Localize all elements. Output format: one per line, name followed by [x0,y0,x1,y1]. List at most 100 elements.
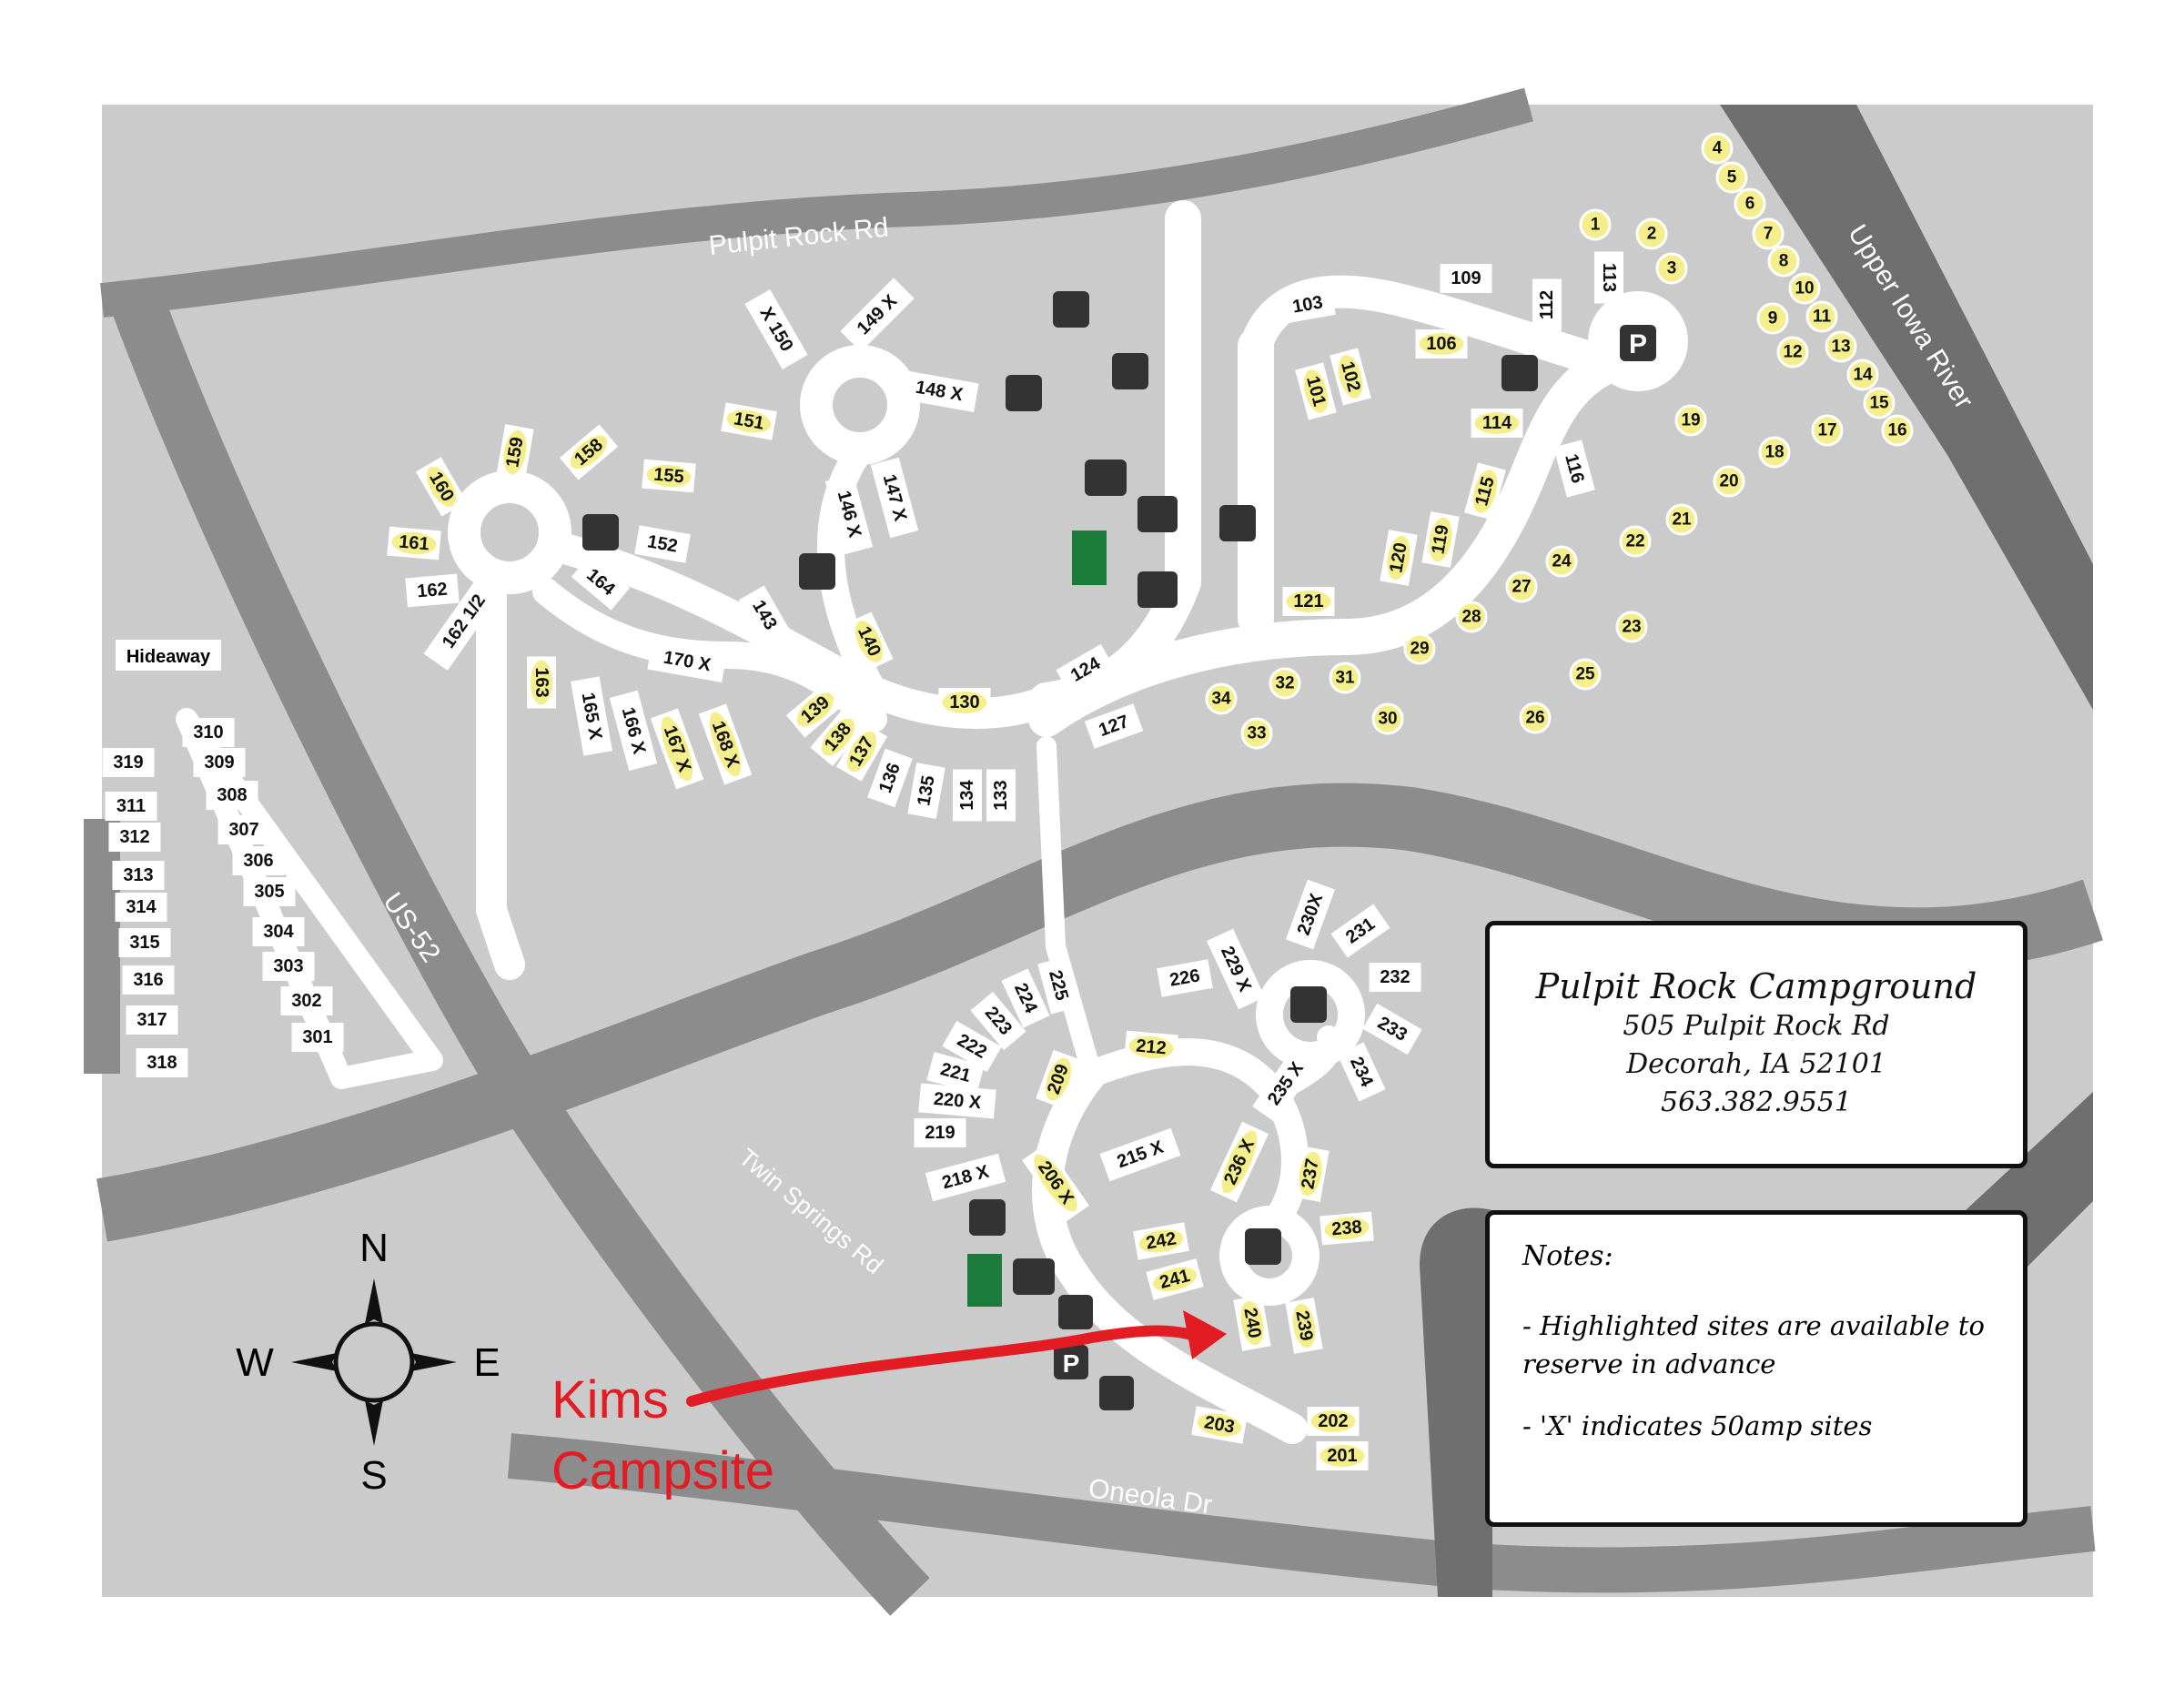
campsite-311: 311 [105,792,157,821]
campsite-3: 3 [1655,252,1688,285]
storm-shelter-sign [1072,530,1107,585]
notes-box: Notes: - Highlighted sites are available… [1485,1210,2027,1527]
campsite-number: 17 [1817,421,1836,440]
dump-icon [1138,571,1178,608]
sports-icon [1112,353,1148,389]
campsite-305: 305 [243,877,296,906]
restroom-icon [1013,1258,1055,1295]
campsite-number: 305 [254,882,284,902]
campsite-number: 6 [1745,195,1755,214]
campsite-15: 15 [1863,387,1896,419]
campsite-number: 201 [1327,1446,1357,1466]
trash-icon [1099,1376,1134,1410]
campsite-number: 312 [119,827,149,847]
campsite-219: 219 [914,1118,966,1147]
campground-info-box: Pulpit Rock Campground 505 Pulpit Rock R… [1485,921,2027,1168]
campsite-number: 314 [126,897,157,917]
campsite-148-X: 148 X [899,370,979,412]
campsite-165-X: 165 X [571,676,612,756]
campsite-8: 8 [1767,245,1800,278]
campsite-226: 226 [1157,959,1213,997]
campsite-number: 113 [1599,263,1619,292]
campsite-number: 319 [113,753,143,773]
campsite-102: 102 [1330,348,1371,406]
water-icon [969,1199,1006,1236]
notes-heading: Notes: [1522,1240,1613,1272]
campsite-label: Campsite [551,1441,774,1500]
campsite-number: 311 [116,796,146,816]
campsite-119: 119 [1421,511,1460,568]
basketball-icon [1053,291,1089,328]
hideaway-box [116,640,221,671]
parking-icon [1620,325,1656,361]
campsite-number: 161 [398,532,430,555]
campsite-317: 317 [126,1005,178,1035]
campsite-109: 109 [1440,264,1492,293]
campsite-113: 113 [1594,251,1623,304]
note-50amp: - 'X' indicates 50amp sites [1522,1410,1873,1441]
campsite-number: 130 [949,692,979,712]
restroom-icon [1085,460,1127,496]
campsite-19: 19 [1674,404,1707,437]
campsite-number: 1 [1591,216,1601,235]
campsite-number: 310 [193,722,223,742]
campsite-135: 135 [907,763,945,819]
water-icon [1290,986,1327,1023]
campsite-27: 27 [1505,571,1538,603]
campsite-152: 152 [634,525,691,563]
campground-name: Pulpit Rock Campground [1535,966,1977,1006]
compass-south: S [360,1453,387,1498]
campsite-number: 303 [273,956,303,976]
campsite-number: 31 [1335,669,1355,688]
campsite-number: 109 [1451,268,1481,288]
campsite-17: 17 [1811,414,1844,447]
campsite-302: 302 [280,986,333,1015]
campsite-139: 139 [785,682,845,738]
campsite-120: 120 [1380,530,1418,586]
campsite-number: 23 [1622,618,1641,637]
campsite-151: 151 [721,402,777,440]
campsite-307: 307 [217,815,270,844]
campsite-number: 134 [957,779,977,810]
campsite-number: 304 [263,922,294,942]
campsite-24: 24 [1545,545,1578,578]
campsite-number: 27 [1512,578,1531,597]
campsite-number: 317 [136,1010,167,1030]
campsite-number: 32 [1275,674,1294,693]
campsite-31: 31 [1329,662,1361,694]
campsite-11: 11 [1805,300,1838,333]
campsite-number: 114 [1482,413,1512,433]
campsite-316: 316 [122,965,175,995]
campsite-10: 10 [1788,272,1821,305]
campsite-13: 13 [1825,330,1857,363]
soccer-icon [1006,375,1042,411]
campsite-162: 162 [405,573,460,608]
campsite-221: 221 [926,1052,985,1094]
campground-phone: 563.382.9551 [1661,1086,1852,1118]
campsite-number: 7 [1764,225,1774,244]
campsite-312: 312 [108,823,161,852]
campsite-26: 26 [1519,702,1552,734]
campsite-number: 22 [1625,532,1644,551]
campsite-number: 318 [147,1053,177,1073]
campsite-number: 212 [1135,1036,1167,1059]
campsite-232: 232 [1369,963,1421,992]
campsite-6: 6 [1734,187,1766,220]
campsite-32: 32 [1269,667,1301,700]
road-oneola [507,1433,2096,1593]
campsite-203: 203 [1191,1406,1248,1444]
campsite-313: 313 [112,861,165,890]
campsite-number: 24 [1552,552,1572,571]
campsite-212: 212 [1124,1030,1178,1065]
campsite-130: 130 [938,688,991,717]
campsite-170-X: 170 X [647,641,727,682]
campsite-201: 201 [1316,1441,1369,1470]
campsite-number: 309 [204,753,234,773]
compass-north: N [359,1226,389,1270]
campsite-18: 18 [1758,436,1791,469]
campsite-133: 133 [986,769,1016,822]
campsite-number: 33 [1247,724,1266,743]
campsite-23: 23 [1615,611,1648,643]
campsite-X-150: X 150 [744,289,808,369]
campsite-number: 163 [531,667,551,697]
